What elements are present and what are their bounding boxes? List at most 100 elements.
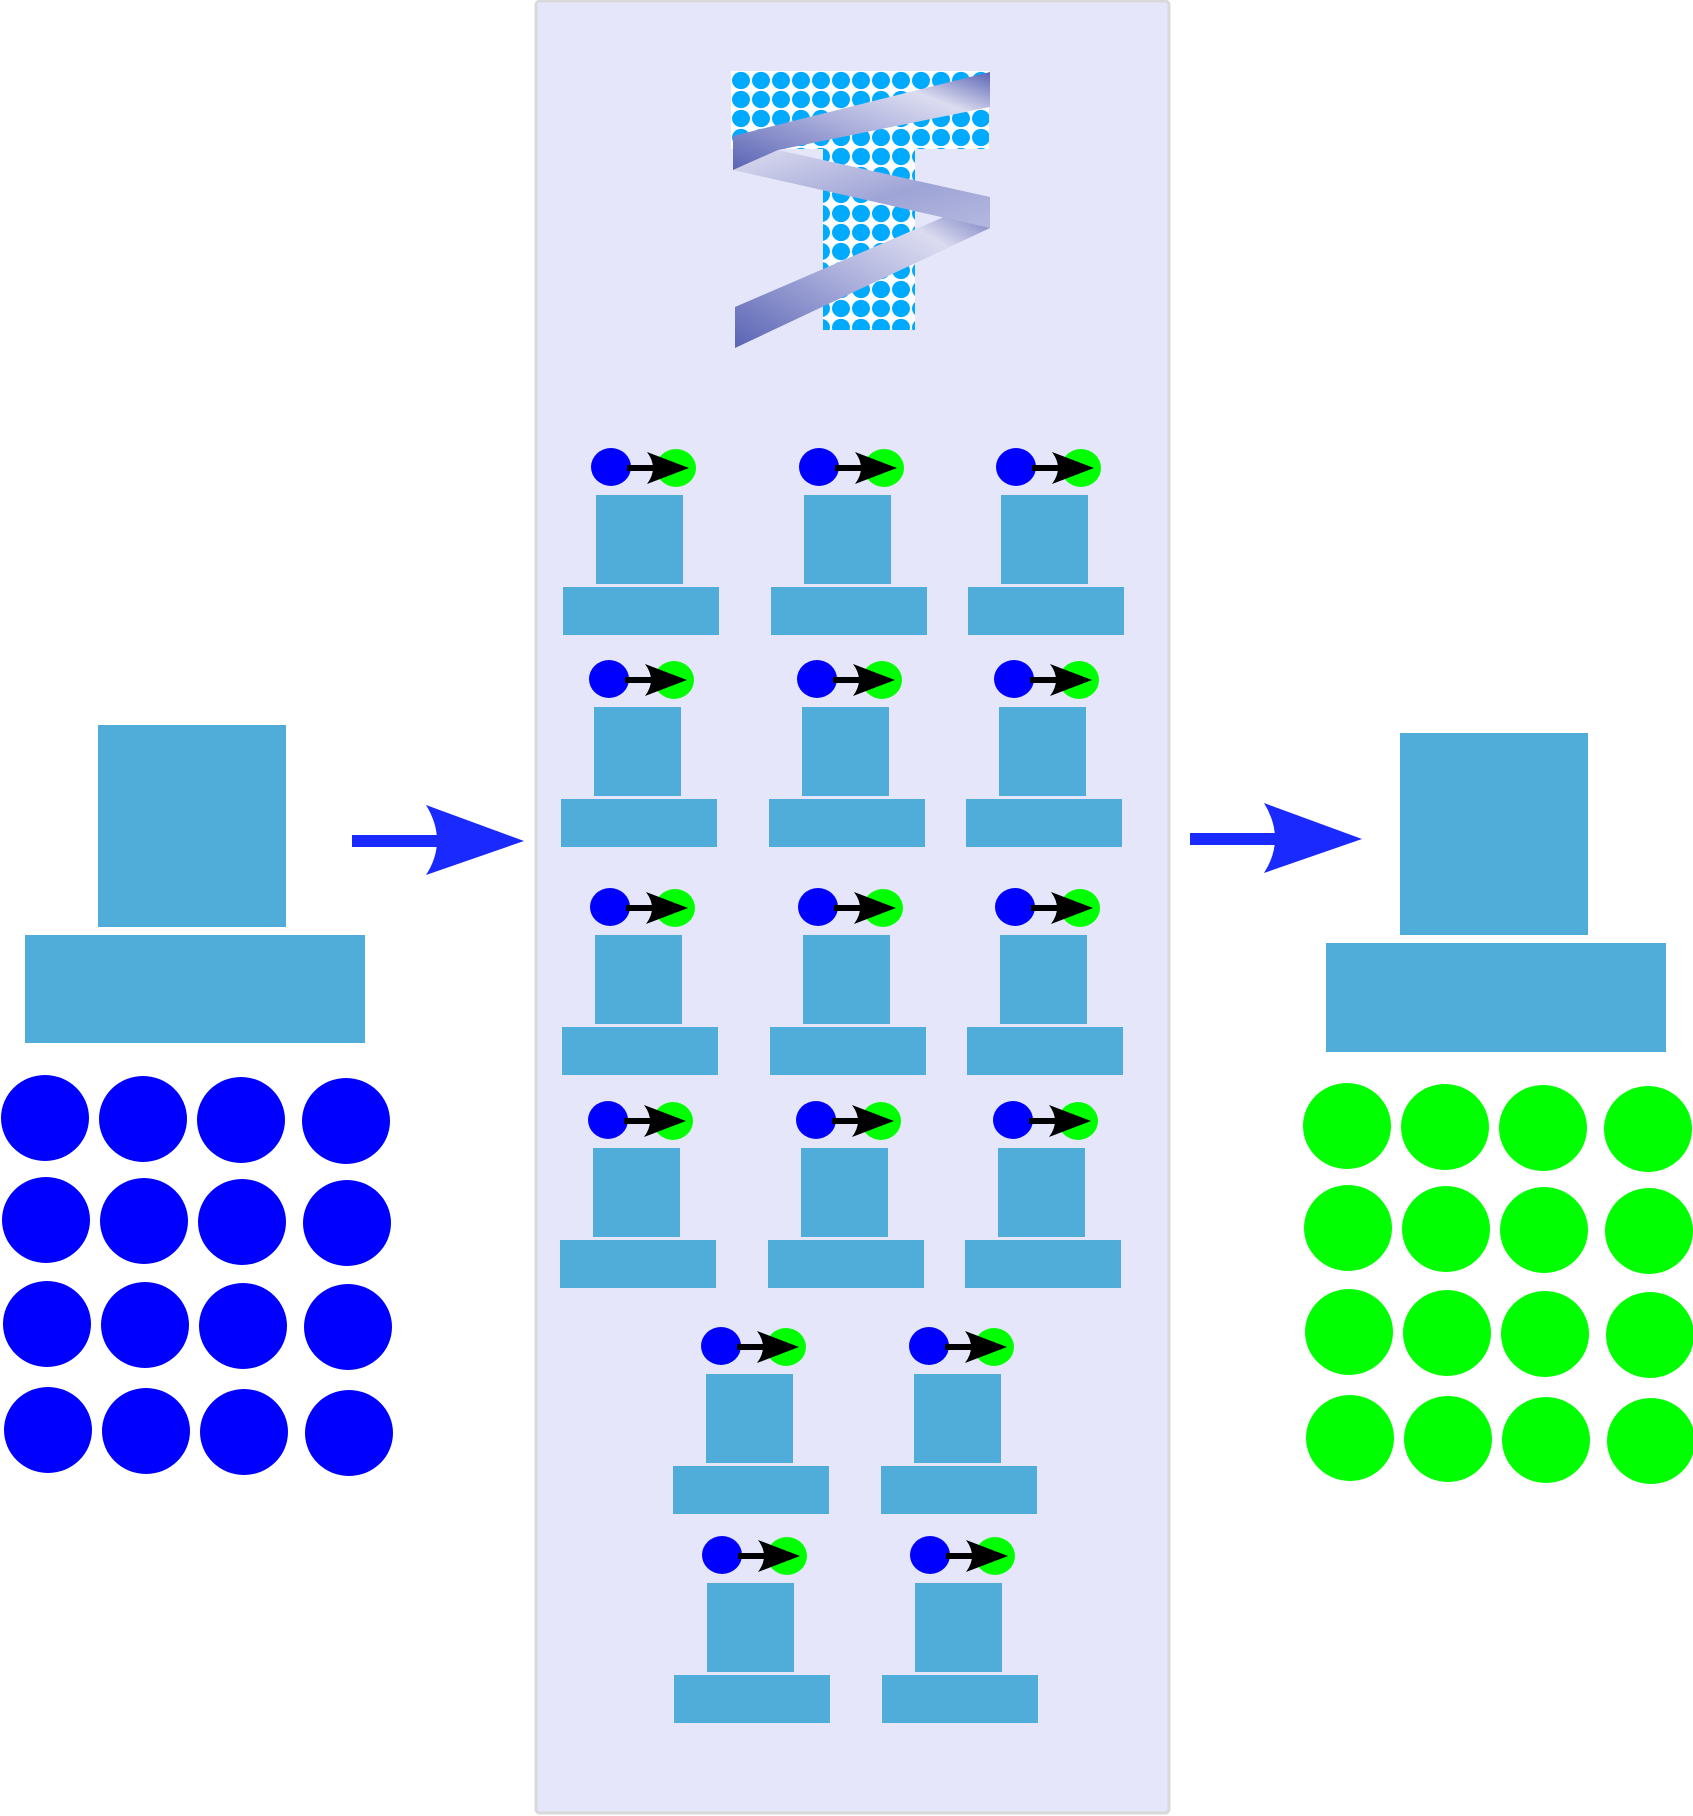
output-data-circle — [1305, 1289, 1393, 1375]
output-data-circle — [1303, 1083, 1391, 1169]
worker-machine-base — [771, 587, 927, 635]
worker-machine-top — [706, 1374, 793, 1463]
worker-grid — [560, 448, 1124, 1723]
output-data-circle — [1403, 1290, 1491, 1376]
transform-arrow-head — [1051, 892, 1093, 924]
worker-machine-icon — [561, 660, 717, 847]
worker-machine-base — [769, 799, 925, 847]
worker-machine-top — [803, 935, 890, 1024]
input-data-circle — [3, 1281, 91, 1367]
output-data-circle — [1306, 1395, 1394, 1481]
output-data-circle — [1402, 1186, 1490, 1272]
worker-machine-base — [563, 587, 719, 635]
input-token — [799, 448, 839, 486]
worker-machine-top — [914, 1374, 1001, 1463]
worker-machine-icon — [968, 448, 1124, 635]
worker-machine-icon — [966, 660, 1122, 847]
worker-machine-icon — [965, 1101, 1121, 1288]
output-data-circles — [1303, 1083, 1693, 1484]
worker-machine-base — [673, 1466, 829, 1514]
worker-machine-base — [768, 1240, 924, 1288]
input-token — [588, 1101, 628, 1139]
worker-machine-icon — [560, 1101, 716, 1288]
input-token — [589, 660, 629, 698]
input-token — [702, 1536, 742, 1574]
input-token — [797, 660, 837, 698]
worker-machine-base — [770, 1027, 926, 1075]
input-data-circle — [99, 1076, 187, 1162]
input-token — [796, 1101, 836, 1139]
input-data-circle — [303, 1180, 391, 1266]
transform-arrow-head — [644, 1105, 686, 1137]
transform-arrow-head — [852, 1105, 894, 1137]
worker-machine-top — [707, 1583, 794, 1672]
input-token — [910, 1536, 950, 1574]
transform-arrow-head — [645, 664, 687, 696]
flow-arrow-input-to-panel — [352, 805, 524, 875]
worker-machine-top — [1000, 935, 1087, 1024]
worker-machine-icon — [768, 1101, 924, 1288]
input-data-circle — [102, 1388, 190, 1474]
output-data-circle — [1607, 1398, 1693, 1484]
worker-machine-icon — [882, 1536, 1038, 1723]
transform-arrow-head — [1052, 452, 1094, 484]
input-data-circle — [101, 1282, 189, 1368]
zigzag-logo-icon — [731, 71, 990, 348]
input-token — [590, 888, 630, 926]
transform-arrow-head — [1050, 664, 1092, 696]
output-data-circle — [1499, 1085, 1587, 1171]
output-data-circle — [1605, 1188, 1693, 1274]
input-token — [701, 1327, 741, 1365]
worker-machine-icon — [770, 888, 926, 1075]
worker-machine-base — [882, 1675, 1038, 1723]
transform-arrow-head — [757, 1331, 799, 1363]
input-data-circle — [200, 1389, 288, 1475]
output-data-circle — [1304, 1185, 1392, 1271]
worker-machine-top — [594, 707, 681, 796]
flow-arrow-panel-to-output — [1190, 803, 1362, 873]
transform-arrow-head — [646, 892, 688, 924]
transform-arrow-head — [965, 1331, 1007, 1363]
output-data-circle — [1404, 1396, 1492, 1482]
input-machine-icon — [25, 725, 365, 1043]
input-data-circle — [1, 1075, 89, 1161]
transform-arrow-head — [758, 1540, 800, 1572]
worker-machine-icon — [771, 448, 927, 635]
worker-machine-base — [561, 799, 717, 847]
transform-arrow-head — [1049, 1105, 1091, 1137]
input-data-circle — [305, 1390, 393, 1476]
worker-machine-base — [967, 1027, 1123, 1075]
worker-machine-icon — [673, 1327, 829, 1514]
input-token — [591, 448, 631, 486]
transform-arrow-head — [966, 1540, 1008, 1572]
output-data-circle — [1606, 1292, 1693, 1378]
worker-machine-top — [593, 1148, 680, 1237]
output-data-circle — [1401, 1084, 1489, 1170]
input-token — [909, 1327, 949, 1365]
output-data-circle — [1501, 1291, 1589, 1377]
worker-machine-top — [801, 1148, 888, 1237]
output-data-circle — [1500, 1187, 1588, 1273]
worker-machine-top — [596, 495, 683, 584]
worker-machine-top — [595, 935, 682, 1024]
worker-machine-base — [965, 1240, 1121, 1288]
worker-machine-top — [915, 1583, 1002, 1672]
worker-machine-top — [804, 495, 891, 584]
input-data-circle — [4, 1387, 92, 1473]
worker-machine-base — [560, 1240, 716, 1288]
worker-machine-icon — [674, 1536, 830, 1723]
input-token — [994, 660, 1034, 698]
worker-machine-base — [966, 799, 1122, 847]
worker-machine-base — [881, 1466, 1037, 1514]
input-data-circle — [2, 1177, 90, 1263]
worker-machine-top — [998, 1148, 1085, 1237]
input-data-circles — [1, 1075, 393, 1476]
transform-arrow-head — [647, 452, 689, 484]
input-data-circle — [199, 1283, 287, 1369]
transform-arrow-head — [855, 452, 897, 484]
transform-arrow-head — [853, 664, 895, 696]
worker-machine-top — [999, 707, 1086, 796]
input-data-circle — [302, 1078, 390, 1164]
input-token — [993, 1101, 1033, 1139]
